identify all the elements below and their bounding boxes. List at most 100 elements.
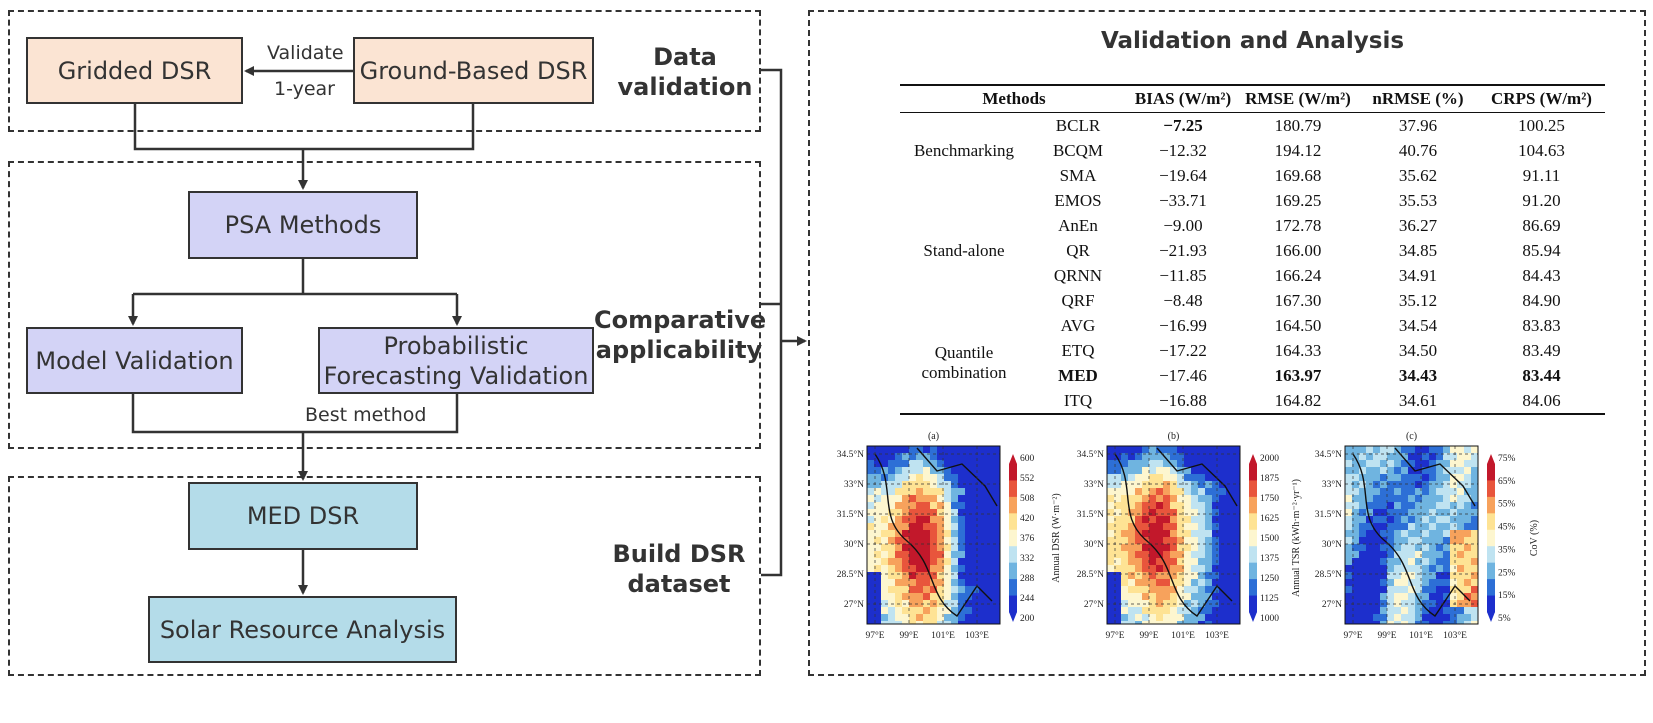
map-cell <box>1422 446 1429 453</box>
map-cell <box>1184 565 1191 572</box>
map-cell <box>965 614 972 621</box>
map-cell <box>958 467 965 474</box>
map-cell <box>965 481 972 488</box>
map-cell <box>874 509 881 516</box>
map-cell <box>1464 551 1471 558</box>
table-row: BCLR −7.25 180.79 37.96 100.25 <box>900 113 1605 139</box>
map-cell <box>1366 495 1373 502</box>
map-cell <box>902 474 909 481</box>
map-cell <box>1401 614 1408 621</box>
map-cell <box>1464 586 1471 593</box>
map-cell <box>1394 481 1401 488</box>
map-cell <box>923 502 930 509</box>
map-cell <box>1149 600 1156 607</box>
lat-tick-label: 33°N <box>1322 479 1342 490</box>
map-cell <box>1471 579 1478 586</box>
map-cell <box>986 551 993 558</box>
map-cell <box>1205 558 1212 565</box>
map-cell <box>1135 474 1142 481</box>
map-cell <box>1226 551 1233 558</box>
map-cell <box>1198 558 1205 565</box>
map-cell <box>937 516 944 523</box>
map-cell <box>1226 474 1233 481</box>
map-cell <box>1135 572 1142 579</box>
map-cell <box>958 446 965 453</box>
crps-cell: 83.49 <box>1522 340 1561 360</box>
map-cell <box>965 544 972 551</box>
map-cell <box>1471 621 1478 624</box>
lon-tick-label: 97°E <box>1343 630 1362 641</box>
map-cell <box>1219 565 1226 572</box>
map-cell <box>1177 502 1184 509</box>
map-cell <box>1373 453 1380 460</box>
map-cell <box>951 516 958 523</box>
colorbar-segment <box>1487 496 1495 514</box>
crps-cell: 83.44 <box>1522 365 1561 385</box>
map-cell <box>986 481 993 488</box>
map-cell <box>951 488 958 495</box>
map-cell <box>1415 453 1422 460</box>
map-cell <box>944 586 951 593</box>
map-cell <box>1394 446 1401 453</box>
map-cell <box>1149 509 1156 516</box>
map-cell <box>1408 446 1415 453</box>
map-cell <box>944 593 951 600</box>
map-cell <box>1121 551 1128 558</box>
map-cell <box>1408 509 1415 516</box>
colorbar-tick-label: 288 <box>1020 574 1035 584</box>
map-cell <box>1380 460 1387 467</box>
map-cell <box>972 516 979 523</box>
map-cell <box>1366 467 1373 474</box>
map-cell <box>1107 467 1114 474</box>
map-cell <box>916 495 923 502</box>
method-cell: QRNN <box>1053 265 1103 285</box>
map-cell <box>1219 488 1226 495</box>
map-cell <box>1184 579 1191 586</box>
map-cell <box>1352 502 1359 509</box>
map-cell <box>1205 474 1212 481</box>
map-cell <box>916 502 923 509</box>
ground-dsr-box: Ground-Based DSR <box>353 37 594 104</box>
map-cell <box>1128 551 1135 558</box>
lat-tick-label: 28.5°N <box>1077 569 1104 580</box>
map-cell <box>937 495 944 502</box>
map-cell <box>1170 565 1177 572</box>
map-cell <box>972 481 979 488</box>
map-cell <box>1443 481 1450 488</box>
map-cell <box>1359 579 1366 586</box>
map-cell <box>1408 467 1415 474</box>
map-cell <box>1373 551 1380 558</box>
map-cell <box>1415 593 1422 600</box>
map-cell <box>1149 523 1156 530</box>
map-cell <box>1422 593 1429 600</box>
map-cell <box>1450 579 1457 586</box>
map-cell <box>958 558 965 565</box>
map-cell <box>1233 544 1240 551</box>
map-cell <box>1142 474 1149 481</box>
map-cell <box>923 593 930 600</box>
map-cell <box>1422 453 1429 460</box>
map-cell <box>1387 593 1394 600</box>
map-cell <box>1142 460 1149 467</box>
map-cell <box>1450 551 1457 558</box>
map-cell <box>993 565 1000 572</box>
map-cell <box>1408 551 1415 558</box>
map-cell <box>937 474 944 481</box>
map-cell <box>1415 586 1422 593</box>
map-cell <box>1408 607 1415 614</box>
map-cell <box>1205 586 1212 593</box>
map-cell <box>881 600 888 607</box>
med-dsr-box: MED DSR <box>188 482 418 550</box>
map-cell <box>1177 621 1184 624</box>
header-crps: CRPS (W/m²) <box>1491 89 1592 108</box>
map-cell <box>1212 502 1219 509</box>
map-cell <box>1450 565 1457 572</box>
colorbar-tick-label: 5% <box>1498 614 1511 624</box>
map-cell <box>881 551 888 558</box>
map-cell <box>1464 537 1471 544</box>
map-cell <box>1163 607 1170 614</box>
map-cell <box>1436 509 1443 516</box>
map-cell <box>930 467 937 474</box>
colorbar-cap <box>1249 454 1257 464</box>
map-cell <box>1366 530 1373 537</box>
